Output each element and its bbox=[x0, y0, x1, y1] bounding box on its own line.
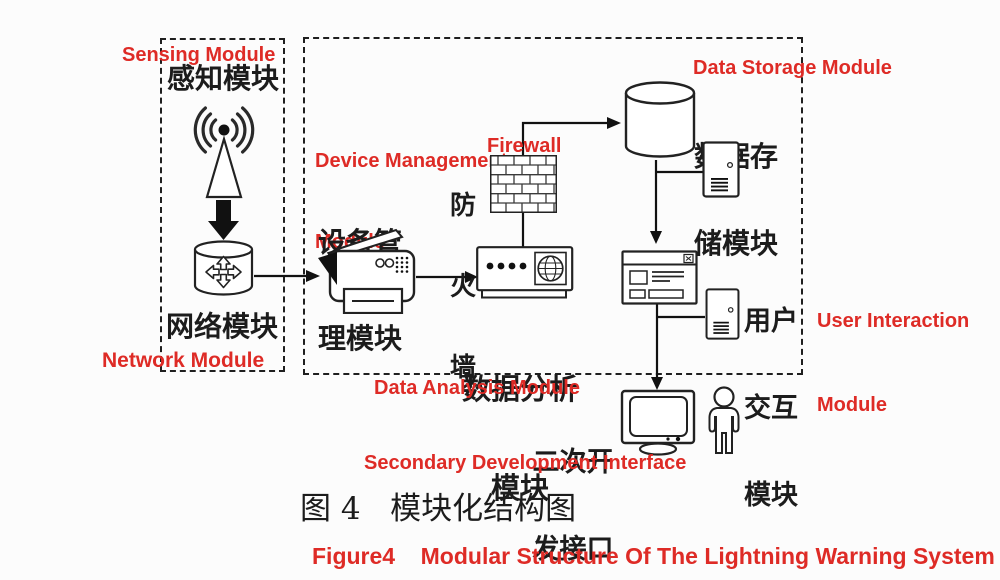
router-icon bbox=[193, 240, 254, 296]
sensing-network-group-box bbox=[160, 38, 285, 372]
user-interaction-en-line2: Module bbox=[817, 394, 887, 416]
firewall-zh-char3: 墙 bbox=[449, 353, 476, 383]
data-analysis-label-zh: 数据分析 模块 bbox=[450, 307, 590, 571]
device-management-label-en-line1: Device Management bbox=[315, 150, 508, 172]
monitor-icon bbox=[620, 389, 696, 456]
antenna-icon bbox=[193, 106, 255, 199]
sensing-module-label-en: Sensing Module bbox=[122, 44, 276, 66]
figure-caption-zh: 图 4 模块化结构图 bbox=[300, 491, 577, 527]
data-analysis-label-en: Data Analysis Module bbox=[374, 377, 580, 399]
sensing-module-label-zh: 感知模块 bbox=[167, 62, 280, 95]
server-icon bbox=[702, 141, 740, 198]
secondary-development-label-en: Secondary Development Interface bbox=[364, 452, 687, 474]
data-analysis-zh-line2: 模块 bbox=[490, 471, 549, 505]
network-module-label-zh: 网络模块 bbox=[166, 310, 279, 343]
user-interaction-label-en: User Interaction Module bbox=[817, 251, 969, 475]
user-interaction-label-zh: 用户 交互 模块 bbox=[744, 249, 798, 568]
browser-window-icon bbox=[621, 250, 698, 305]
data-storage-label-en: Data Storage Module bbox=[693, 57, 892, 79]
user-interaction-en-line1: User Interaction bbox=[817, 310, 970, 332]
person-icon bbox=[708, 386, 740, 454]
firewall-label-en: Firewall bbox=[487, 135, 562, 157]
network-module-label-en: Network Module bbox=[102, 349, 265, 372]
firewall-zh-char1: 防 bbox=[449, 191, 476, 221]
data-analysis-zh-line1: 数据分析 bbox=[461, 372, 578, 406]
figure-caption-en: Figure4 Modular Structure Of The Lightni… bbox=[312, 543, 995, 569]
main-modules-group-box bbox=[303, 37, 803, 375]
network-device-icon bbox=[476, 246, 574, 299]
firewall-zh-char2: 火 bbox=[449, 272, 476, 302]
database-cylinder-icon bbox=[624, 81, 696, 158]
user-interaction-zh-line1: 用户 bbox=[744, 306, 798, 337]
server-icon bbox=[705, 288, 740, 340]
printer-icon bbox=[318, 228, 416, 314]
data-storage-zh-line2: 储模块 bbox=[694, 227, 779, 260]
device-management-label-zh-line2: 理模块 bbox=[318, 322, 403, 355]
brick-wall-icon bbox=[490, 155, 557, 213]
user-interaction-zh-line2: 交互 bbox=[744, 393, 798, 424]
secondary-development-zh-line2: 发接口 bbox=[532, 534, 614, 565]
secondary-development-zh-line1: 二次开 bbox=[532, 447, 614, 478]
secondary-development-label-zh: 二次开 发接口 bbox=[528, 390, 618, 580]
firewall-label-zh: 防 火 墙 bbox=[449, 139, 477, 436]
user-interaction-zh-line3: 模块 bbox=[744, 480, 798, 511]
